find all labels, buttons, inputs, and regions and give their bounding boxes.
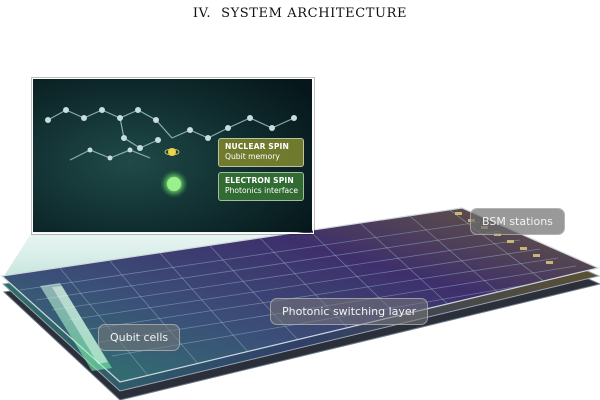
nuclear-spin-title: NUCLEAR SPIN (225, 142, 289, 151)
qubit-cells-label: Qubit cells (98, 324, 181, 351)
nuclear-spin-subtitle: Qubit memory (225, 152, 280, 161)
section-heading: IV. SYSTEM ARCHITECTURE (0, 6, 600, 21)
molecule-atoms (45, 107, 297, 161)
electron-spin-card: ELECTRON SPIN Photonics interface (218, 172, 304, 201)
bsm-stations-label: BSM stations (470, 208, 565, 235)
electron-spin-title: ELECTRON SPIN (225, 176, 294, 185)
inset-frame (32, 78, 314, 234)
electron-spin-subtitle: Photonics interface (225, 186, 298, 195)
electron-spin-marker (160, 170, 188, 198)
section-title: SYSTEM ARCHITECTURE (221, 6, 408, 21)
nuclear-spin-marker (164, 148, 180, 156)
nuclear-spin-card: NUCLEAR SPIN Qubit memory (218, 138, 304, 167)
qubit-cell-glow (40, 283, 112, 371)
section-number: IV. (192, 6, 212, 21)
switching-layer-label: Photonic switching layer (270, 298, 429, 325)
